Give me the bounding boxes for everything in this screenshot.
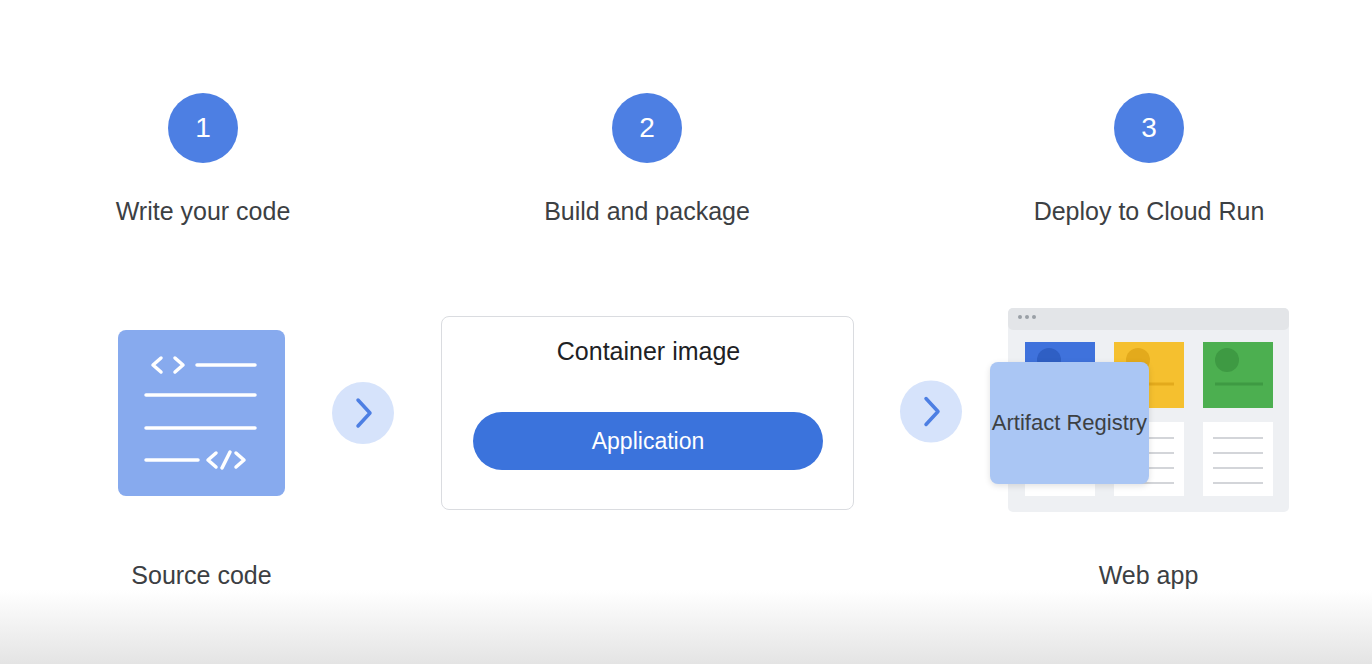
step-number: 2: [612, 93, 682, 163]
footer-shade: [0, 590, 1372, 664]
application-pill: Application: [473, 412, 823, 470]
step-number: 3: [1114, 93, 1184, 163]
container-image-box: Container imageApplication: [441, 316, 854, 510]
artifact-registry-box: Artifact Registry: [990, 362, 1149, 484]
source-code-icon: Source code: [118, 330, 285, 496]
caption-label: Source code: [131, 561, 271, 590]
node-label: Application: [592, 428, 705, 455]
node-label: 3: [1141, 112, 1157, 144]
web-app-window: Web appArtifact Registry: [1008, 308, 1289, 512]
code-icon: [118, 330, 285, 496]
flow-arrow: [900, 381, 962, 443]
flow-arrow: [332, 382, 394, 444]
step-title: Deploy to Cloud Run: [1034, 197, 1265, 226]
caption-label: Web app: [1099, 561, 1199, 590]
node-label: 1: [195, 112, 211, 144]
step-number: 1: [168, 93, 238, 163]
step-title: Write your code: [116, 197, 291, 226]
node-label: Artifact Registry: [992, 407, 1147, 439]
step-title: Build and package: [544, 197, 750, 226]
box-heading: Container image: [557, 337, 740, 366]
node-label: 2: [639, 112, 655, 144]
